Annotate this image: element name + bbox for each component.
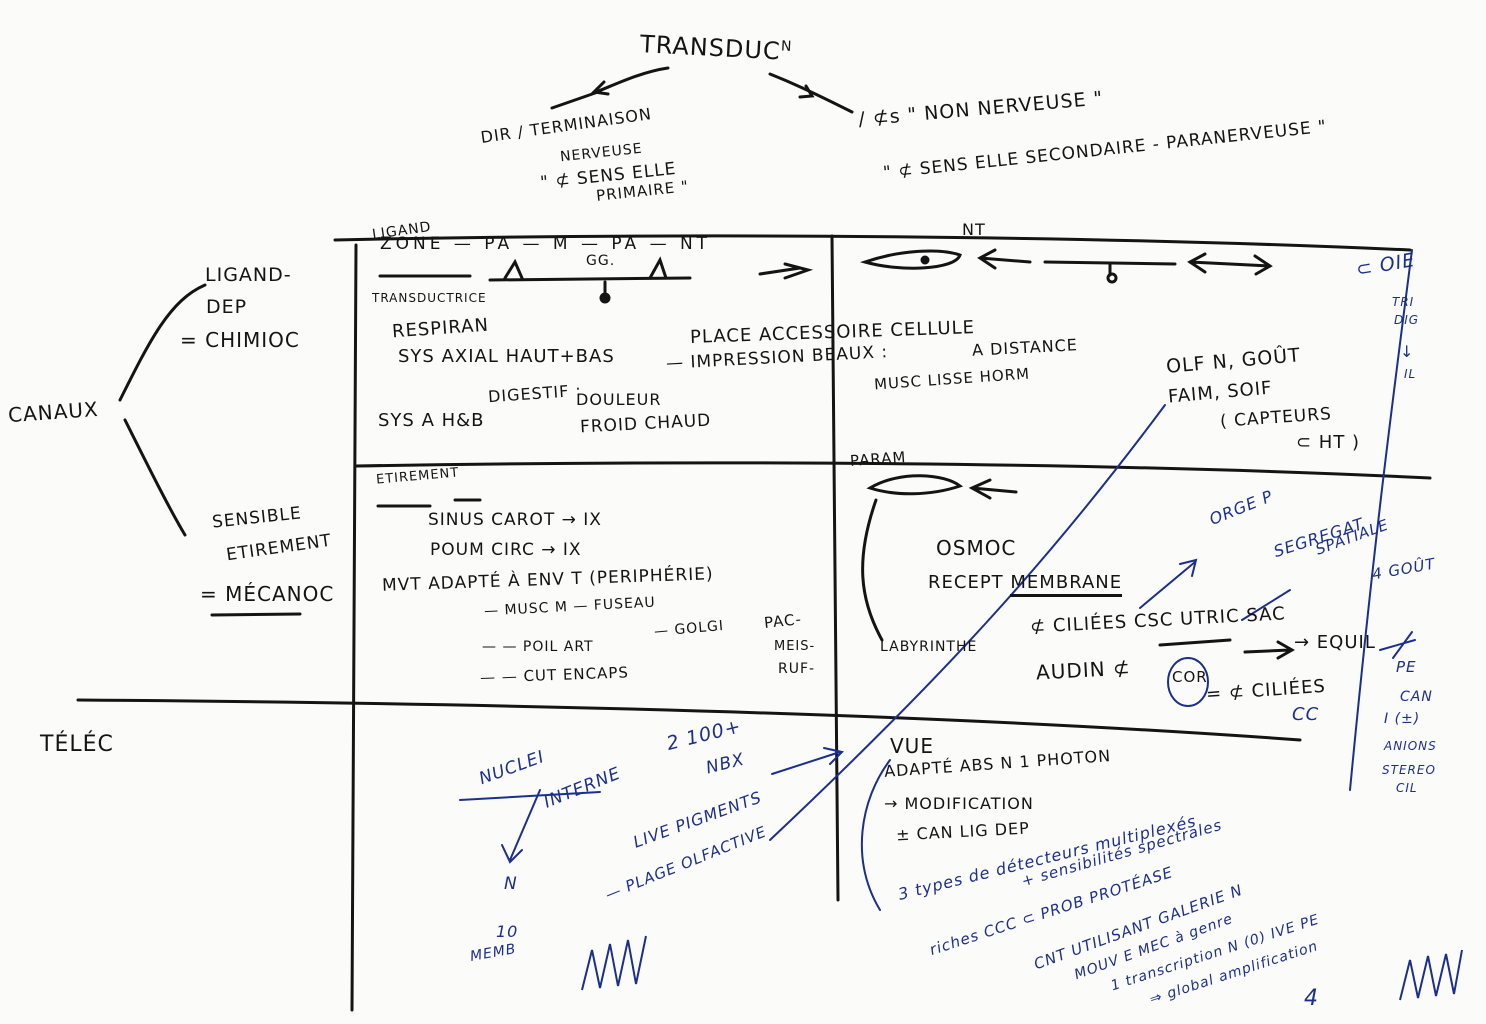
cell-a-douleur: DOULEUR <box>576 390 662 409</box>
cell-d-labyrinthe: LABYRINTHE <box>880 639 978 655</box>
cell-d-cc: CC <box>1292 704 1320 725</box>
transduction-title: TRANSDUCN <box>639 30 793 65</box>
zigzag-mark-right <box>1399 949 1463 1001</box>
blue-il: IL <box>1404 367 1417 381</box>
table-low-line <box>76 698 1302 742</box>
cell-d-membrane: MEMBRANE <box>1010 572 1123 597</box>
cell-c-ruf: RUF- <box>778 661 816 677</box>
right-branch-arrow <box>768 72 854 114</box>
cell-c-meis: MEIS- <box>774 639 816 654</box>
table-mid-line <box>354 461 1432 480</box>
cell-c-poil: — — POIL ART <box>482 639 594 655</box>
cell-b-ht: ⊂ HT ) <box>1296 432 1361 453</box>
cell-d-recept: RECEPT MEMBRANE <box>928 572 1123 597</box>
blue-diagonal-1 <box>769 404 1166 841</box>
left-branch-arrow <box>594 66 670 94</box>
blue-i: I (±) <box>1384 711 1421 727</box>
table-top-line <box>333 234 1412 252</box>
cell-b-nt: NT <box>962 220 986 239</box>
canaux-brace-down <box>123 418 187 537</box>
cell-d-equil: → EQUIL <box>1294 632 1376 653</box>
telec-label: TÉLÉC <box>40 732 114 757</box>
cell-c-pac: PAC- <box>763 610 803 632</box>
cell-d-audin: AUDIN ⊄ <box>1035 655 1132 685</box>
cell-d-cor: COR <box>1172 668 1208 686</box>
cell-c-sinus: SINUS CAROT → IX <box>428 510 602 530</box>
blue-stereo: STEREO <box>1382 763 1436 777</box>
table-col1-line <box>350 243 358 1012</box>
vue-4: 4 <box>1304 986 1319 1011</box>
telec-n: N <box>504 874 518 894</box>
cell-a-timeline: ZONE — PA — M — PA — NT <box>380 234 712 254</box>
vue-brace <box>860 759 891 911</box>
vue-modif: → MODIFICATION <box>884 794 1034 813</box>
zigzag-mark-left <box>581 935 647 991</box>
ligand-line1: LIGAND- <box>205 264 292 286</box>
telec-10: 10 <box>496 922 519 941</box>
cell-d-param: PARAM <box>849 448 907 470</box>
title-sup: N <box>780 38 793 55</box>
sensible-line3: = MÉCANOC <box>200 582 335 606</box>
cell-a-sys-hb: SYS A H&B <box>378 410 485 431</box>
cell-c-poum: POUM CIRC → IX <box>430 540 582 560</box>
canaux-label: CANAUX <box>7 396 100 428</box>
cell-d-osmoc: OSMOC <box>936 536 1017 560</box>
cell-a-sys-axial: SYS AXIAL HAUT+BAS <box>398 346 615 367</box>
blue-dig: DIG <box>1394 313 1420 327</box>
blue-tri: TRI <box>1392 295 1415 309</box>
canaux-brace-up <box>118 283 207 402</box>
blue-diagonal-2 <box>1349 249 1413 791</box>
ligand-line2: DEP <box>206 296 248 318</box>
vue-label: VUE <box>890 734 934 758</box>
blue-down: ↓ <box>1400 342 1415 361</box>
cell-a-gg: GG. <box>586 253 616 269</box>
blue-pe: PE <box>1396 658 1417 676</box>
blue-can: CAN <box>1400 689 1433 705</box>
table-col2-line <box>830 234 840 902</box>
cell-a-transduc: TRANSDUCTRICE <box>372 291 487 305</box>
blue-cil: CIL <box>1396 781 1418 795</box>
cell-d-recept-text: RECEPT <box>928 572 1004 593</box>
blue-anions: ANIONS <box>1384 739 1437 753</box>
ligand-line3: = CHIMIOC <box>180 328 300 352</box>
